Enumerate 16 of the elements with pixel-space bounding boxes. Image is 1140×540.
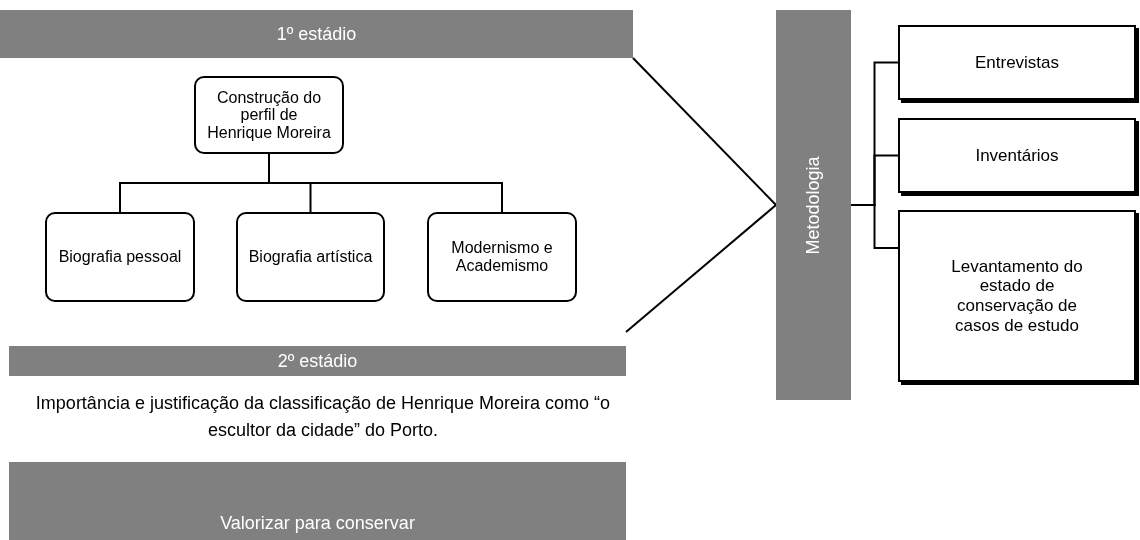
connector-line (625, 204, 777, 333)
description-text: Importância e justificação da classificação de Henrique Moreira como “o escultor da cidade” do Porto. (34, 392, 612, 442)
topic-box: Biografia artística (236, 212, 385, 302)
topic-box: Biografia pessoal (45, 212, 195, 302)
topic-box: Modernismo e Academismo (427, 212, 577, 302)
method-box: Levantamento do estado de conservação de casos de estudo (898, 210, 1136, 382)
stage-banner: Valorizar para conservar (9, 462, 626, 540)
method-box: Inventários (898, 118, 1136, 193)
method-box: Entrevistas (898, 25, 1136, 100)
stage-banner: 2º estádio (9, 346, 626, 376)
stage-banner: 1º estádio (0, 10, 633, 58)
topic-box: Construção do perfil de Henrique Moreira (194, 76, 344, 154)
methodology-bar: Metodologia (776, 10, 851, 400)
connector-line (632, 57, 777, 206)
connector-line (268, 153, 503, 213)
connector-line (850, 204, 899, 249)
